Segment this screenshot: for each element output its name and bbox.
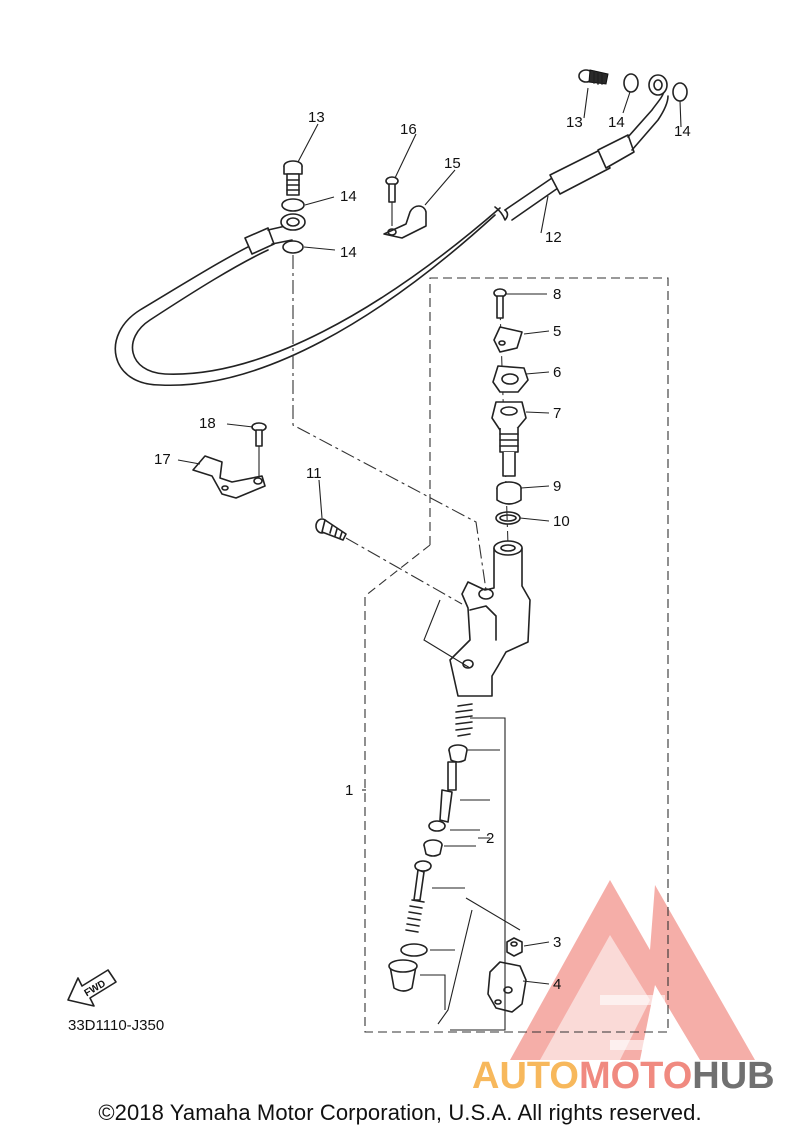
- screw-16: [385, 176, 399, 226]
- banjo-eye-left: [280, 213, 306, 231]
- bolt-18: [251, 422, 267, 476]
- clevis-4: [487, 961, 527, 1013]
- label-14-left-b: 14: [340, 244, 357, 261]
- watermark-logo: [510, 880, 755, 1060]
- banjo-bolt-13-right: [578, 69, 609, 85]
- assembly-box-upper: [364, 277, 669, 1033]
- circlip-10: [495, 511, 521, 525]
- label-10: 10: [553, 513, 570, 530]
- watermark-brand-hub: HUB: [692, 1055, 774, 1097]
- nut-3: [506, 937, 523, 957]
- label-5: 5: [553, 323, 561, 340]
- seal-9: [496, 481, 522, 505]
- brake-hose: [114, 89, 669, 386]
- cup-2: [423, 839, 443, 857]
- label-9: 9: [553, 478, 561, 495]
- label-17: 17: [154, 451, 171, 468]
- bracket-17: [192, 455, 266, 499]
- label-14-left-a: 14: [340, 188, 357, 205]
- washer-14-d: [282, 240, 304, 254]
- washer-14-b: [672, 82, 688, 102]
- diaphragm-7: [491, 401, 527, 477]
- label-1: 1: [345, 782, 353, 799]
- boot: [388, 959, 418, 992]
- label-14-top-a: 14: [608, 114, 625, 131]
- label-16: 16: [400, 121, 417, 138]
- washer-14-c: [281, 198, 305, 212]
- label-13-top-right: 13: [566, 114, 583, 131]
- watermark-brand-moto: MOTO: [579, 1055, 692, 1097]
- reservoir-cap-5: [493, 326, 523, 353]
- label-12: 12: [545, 229, 562, 246]
- cup: [448, 744, 468, 763]
- label-2: 2: [486, 830, 494, 847]
- screw-8: [493, 288, 507, 319]
- watermark-brand-auto: AUTO: [472, 1055, 579, 1097]
- label-15: 15: [444, 155, 461, 172]
- label-14-top-b: 14: [674, 123, 691, 140]
- label-11: 11: [306, 465, 322, 482]
- label-4: 4: [553, 976, 561, 993]
- banjo-bolt-13-left: [283, 160, 303, 196]
- copyright-notice: ©2018 Yamaha Motor Corporation, U.S.A. A…: [98, 1100, 702, 1125]
- label-3: 3: [553, 934, 561, 951]
- label-7: 7: [553, 405, 561, 422]
- label-13-left: 13: [308, 109, 325, 126]
- fwd-label: FWD: [83, 978, 108, 999]
- master-cylinder-body: [449, 540, 531, 697]
- diagram-reference: 33D1110-J350: [68, 1017, 164, 1034]
- fwd-arrow-icon: FWD: [67, 969, 117, 1007]
- piston: [428, 761, 457, 832]
- label-18: 18: [199, 415, 216, 432]
- hose-clamp-15: [383, 205, 427, 239]
- washer-14-a: [623, 73, 639, 93]
- diaphragm-plate-6: [492, 365, 529, 393]
- spring: [455, 703, 473, 737]
- circlip-lower: [400, 943, 428, 957]
- label-8: 8: [553, 286, 561, 303]
- watermark-brand: AUTOMOTOHUB: [472, 1055, 775, 1097]
- pushrod-assembly: [405, 860, 432, 933]
- bolt-11: [315, 518, 347, 541]
- label-6: 6: [553, 364, 561, 381]
- banjo-eye-right: [648, 74, 668, 96]
